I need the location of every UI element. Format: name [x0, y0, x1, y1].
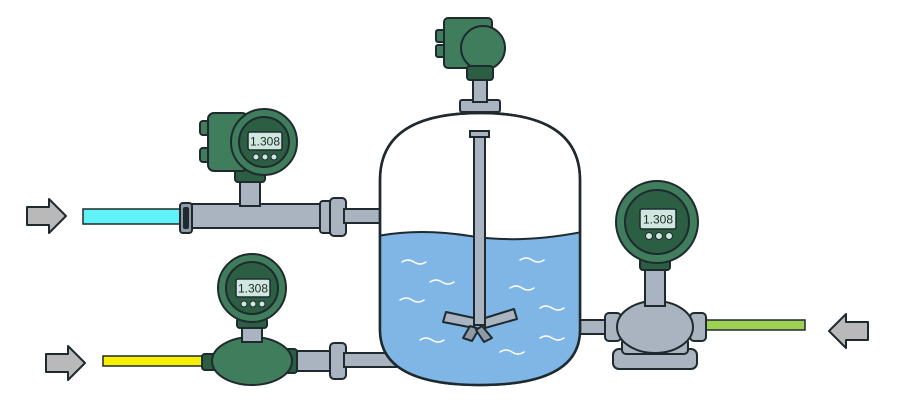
arrow-left-icon	[828, 313, 869, 349]
meter-reading: 1.308	[238, 282, 268, 296]
flow-meter-right: 1.308	[604, 180, 707, 370]
green-outlet-line	[702, 319, 806, 331]
meter-display	[247, 131, 283, 151]
liquid-ripples	[399, 257, 565, 355]
meter-display	[639, 208, 677, 230]
flow-meter-top-left: 1.308	[199, 108, 298, 207]
meter-reading: 1.308	[250, 135, 280, 149]
yellow-inlet-line	[102, 355, 210, 367]
tank-top-transmitter	[435, 17, 506, 113]
flow-meter-bottom-left: 1.308	[201, 253, 298, 386]
arrow-right-icon	[45, 345, 86, 381]
arrow-right-icon	[26, 198, 67, 234]
meter-display	[235, 278, 271, 298]
lower-inlet-pipe	[291, 342, 405, 380]
cyan-inlet-line	[82, 208, 186, 225]
agitator-icon	[442, 130, 518, 343]
meter-reading: 1.308	[643, 213, 673, 227]
upper-inlet-pipe	[179, 197, 383, 237]
